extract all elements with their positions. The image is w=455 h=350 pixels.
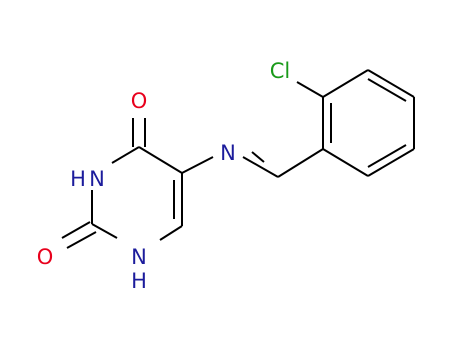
atom-o-top: O (131, 89, 148, 113)
bond-c2-o-b (66, 231, 97, 249)
atom-n-imine: N (220, 141, 236, 165)
bond-ch-c1 (277, 148, 324, 178)
bond-n-ch-b (251, 151, 265, 163)
bond-c4-n3 (111, 146, 140, 164)
atom-n3: N (89, 167, 105, 191)
atom-cl: Cl (270, 59, 291, 83)
atom-o-bottom: O (37, 245, 54, 269)
bonds (61, 69, 415, 249)
bond-c4-c5 (138, 146, 183, 174)
bond-c2-o-a (61, 221, 91, 239)
atom-h-n3: H (70, 167, 86, 191)
bond-c-cl (296, 81, 324, 98)
bond-ar-2 (322, 69, 369, 98)
atom-n1: N (131, 245, 147, 269)
bond-ar-5-inner (367, 144, 407, 168)
bond-n-ch-a (242, 156, 279, 178)
bond-ar-3-inner (367, 78, 407, 102)
atom-h-n1: H (131, 269, 147, 293)
bond-c5-nimine (181, 156, 214, 174)
atom-labels: O H N O N H N Cl (37, 59, 291, 293)
bond-n1-c6 (159, 225, 183, 241)
bond-c2-n1 (91, 223, 118, 239)
bond-ar-5 (367, 148, 415, 177)
bond-ar-6 (322, 148, 369, 177)
bond-ar-3 (367, 69, 415, 98)
